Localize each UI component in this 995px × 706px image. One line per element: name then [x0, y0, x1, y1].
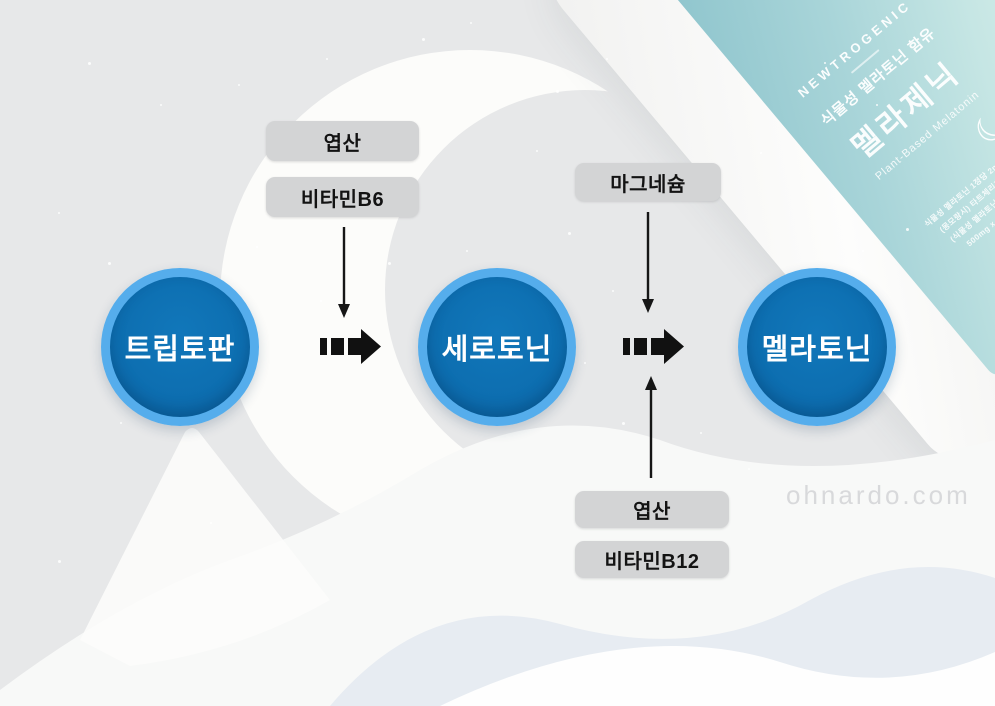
node-tryptophan: 트립토판: [101, 268, 259, 426]
star-dot: [466, 250, 468, 252]
pill-label: 마그네슘: [610, 173, 686, 196]
watermark: ohnardo.com: [786, 480, 971, 510]
node-melatonin-label: 멜라토닌: [761, 334, 873, 366]
arrow-down-cofactor-1: [338, 227, 350, 318]
pill-label: 비타민B6: [300, 188, 385, 211]
star-dot: [556, 90, 559, 93]
node-melatonin: 멜라토닌: [738, 268, 896, 426]
star-dot: [88, 62, 91, 65]
crescent-moon-icon: ☾: [964, 102, 995, 153]
pill-magnesium: 마그네슘: [575, 163, 721, 201]
star-dot: [568, 232, 571, 235]
pill-label: 엽산: [323, 132, 362, 155]
star-dot: [584, 362, 586, 364]
arrow-down-cofactor-2: [642, 212, 654, 313]
star-dot: [536, 150, 538, 152]
star-dot: [612, 290, 614, 292]
node-tryptophan-label: 트립토판: [124, 334, 236, 366]
node-serotonin: 세로토닌: [418, 268, 576, 426]
star-dot: [748, 468, 750, 470]
star-dot: [238, 84, 240, 86]
star-dot: [700, 432, 702, 434]
star-dot: [210, 522, 212, 524]
product-details: 식물성 멜라토닌 1정당 2mg 함유 (몽모랑시) 타트체리추출분말 (식물성…: [922, 145, 995, 262]
wave-white-front: [440, 645, 995, 706]
star-dot: [388, 262, 391, 265]
pill-folate-step2: 엽산: [575, 491, 729, 528]
pill-label: 엽산: [633, 501, 671, 523]
pill-label: 비타민B12: [604, 551, 700, 573]
wave-white-back: [0, 425, 995, 706]
star-dot: [58, 212, 60, 214]
wave-mountain: [80, 428, 330, 666]
fast-arrow-step-2: [623, 329, 684, 364]
wave-blue: [330, 567, 995, 706]
star-dot: [622, 422, 625, 425]
star-dot: [422, 38, 425, 41]
node-serotonin-label: 세로토닌: [441, 334, 553, 366]
star-dot: [320, 300, 322, 302]
star-dot: [160, 104, 162, 106]
star-dot: [120, 422, 122, 424]
pill-vitamin-b6: 비타민B6: [266, 177, 419, 217]
star-dot: [326, 58, 328, 60]
star-dot: [470, 22, 472, 24]
star-dot: [108, 262, 111, 265]
pill-vitamin-b12: 비타민B12: [575, 541, 729, 578]
pill-folate-step1: 엽산: [266, 121, 419, 161]
star-dot: [256, 246, 258, 248]
fast-arrow-step-1: [320, 329, 381, 364]
star-dot: [58, 560, 61, 563]
arrow-up-cofactor-3: [645, 376, 657, 478]
